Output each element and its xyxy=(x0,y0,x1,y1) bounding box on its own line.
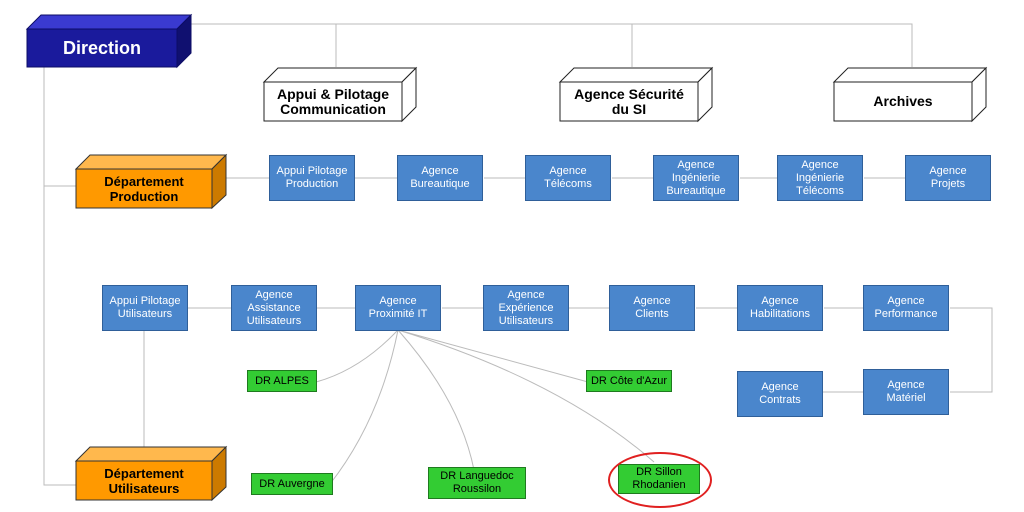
agency-appui-pilotage-production: Appui Pilotage Production xyxy=(269,155,355,201)
agency-label: Agence Contrats xyxy=(759,381,801,406)
direction-label: Direction xyxy=(62,37,141,58)
agency-label: Agence Expérience Utilisateurs xyxy=(498,288,554,327)
direction-cube-shape xyxy=(25,13,193,69)
agency-label: Agence Proximité IT xyxy=(368,295,428,320)
agency-projets: Agence Projets xyxy=(905,155,991,201)
agency-proximite-it: Agence Proximité IT xyxy=(355,285,441,331)
unit-label: Appui & Pilotage Communication xyxy=(277,85,389,117)
agency-label: Agence Clients xyxy=(633,295,671,320)
unit-label: Agence Sécurité du SI xyxy=(574,85,684,117)
dr-label: DR Côte d'Azur xyxy=(590,374,668,387)
agency-habilitations: Agence Habilitations xyxy=(737,285,823,331)
agency-label: Agence Habilitations xyxy=(750,295,810,320)
unit-label: Archives xyxy=(873,93,933,109)
agency-label: Agence Télécoms xyxy=(544,165,592,190)
agency-label: Agence Ingénierie Bureautique xyxy=(666,158,726,197)
agency-label: Agence Ingénierie Télécoms xyxy=(795,158,845,197)
agency-ingenierie-bureautique: Agence Ingénierie Bureautique xyxy=(653,155,739,201)
dr-languedoc-roussilon: DR Languedoc Roussilon xyxy=(428,467,526,499)
unit-agence-securite-si: Agence Sécurité du SI xyxy=(558,66,714,123)
dr-label: DR Sillon Rhodanien xyxy=(632,466,686,491)
dept-label: Département Production xyxy=(104,173,184,204)
agency-label: Agence Projets xyxy=(929,165,967,190)
dr-label: DR Languedoc Roussilon xyxy=(440,470,514,495)
agency-label: Agence Matériel xyxy=(886,379,926,404)
agency-label: Agence Bureautique xyxy=(410,165,470,190)
agency-bureautique: Agence Bureautique xyxy=(397,155,483,201)
agency-experience-utilisateurs: Agence Expérience Utilisateurs xyxy=(483,285,569,331)
dept-cube-shape xyxy=(74,445,228,502)
unit-cube-shape xyxy=(558,66,714,123)
dr-alpes: DR ALPES xyxy=(247,370,317,392)
agency-label: Agence Performance xyxy=(874,295,938,320)
direction-box: Direction xyxy=(25,13,193,69)
dept-utilisateurs: Département Utilisateurs xyxy=(74,445,228,502)
agency-appui-pilotage-utilisateurs: Appui Pilotage Utilisateurs xyxy=(102,285,188,331)
dr-sillon-rhodanien: DR Sillon Rhodanien xyxy=(618,464,700,494)
agency-performance: Agence Performance xyxy=(863,285,949,331)
agency-materiel: Agence Matériel xyxy=(863,369,949,415)
agency-assistance-utilisateurs: Agence Assistance Utilisateurs xyxy=(231,285,317,331)
unit-appui-pilotage-communication: Appui & Pilotage Communication xyxy=(262,66,418,123)
agency-telecoms: Agence Télécoms xyxy=(525,155,611,201)
dr-label: DR ALPES xyxy=(255,374,309,387)
agency-label: Appui Pilotage Production xyxy=(276,165,348,190)
dept-production: Département Production xyxy=(74,153,228,210)
agency-clients: Agence Clients xyxy=(609,285,695,331)
dr-label: DR Auvergne xyxy=(259,477,325,490)
unit-cube-shape xyxy=(832,66,988,123)
agency-contrats: Agence Contrats xyxy=(737,371,823,417)
dept-label: Département Utilisateurs xyxy=(104,465,184,496)
dept-cube-shape xyxy=(74,153,228,210)
unit-cube-shape xyxy=(262,66,418,123)
agency-label: Agence Assistance Utilisateurs xyxy=(246,288,302,327)
unit-archives: Archives xyxy=(832,66,988,123)
dr-auvergne: DR Auvergne xyxy=(251,473,333,495)
agency-ingenierie-telecoms: Agence Ingénierie Télécoms xyxy=(777,155,863,201)
agency-label: Appui Pilotage Utilisateurs xyxy=(109,295,181,320)
dr-cote-d-azur: DR Côte d'Azur xyxy=(586,370,672,392)
